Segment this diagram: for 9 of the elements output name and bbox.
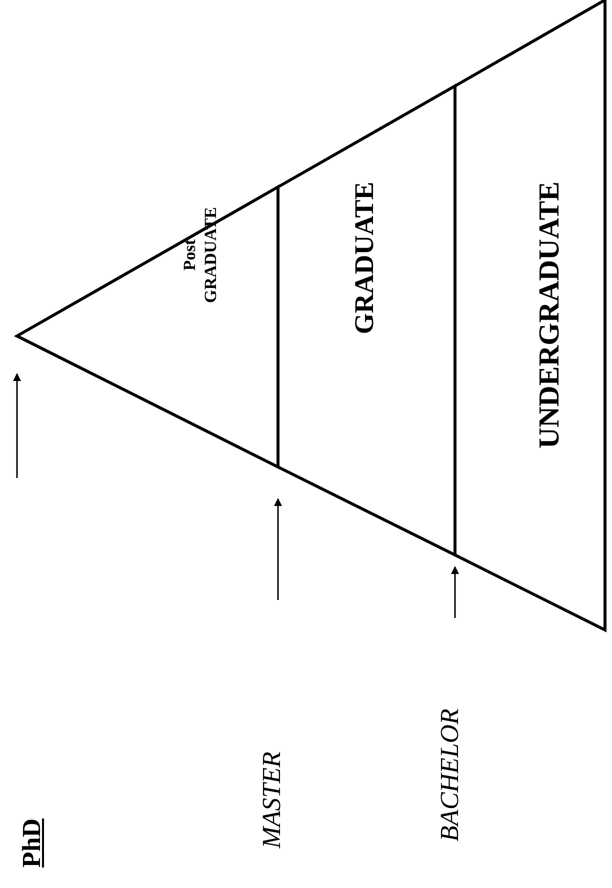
degree-label: PhD: [19, 818, 45, 868]
band-label: GRADUATE: [348, 182, 380, 334]
arrow: [13, 373, 21, 478]
arrow: [274, 498, 282, 600]
band-label: Post GRADUATE: [178, 207, 221, 303]
band-label: UNDERGRADUATE: [532, 182, 566, 448]
degree-label: MASTER: [259, 752, 285, 848]
arrow: [451, 566, 459, 618]
degree-label: BACHELOR: [437, 708, 463, 842]
